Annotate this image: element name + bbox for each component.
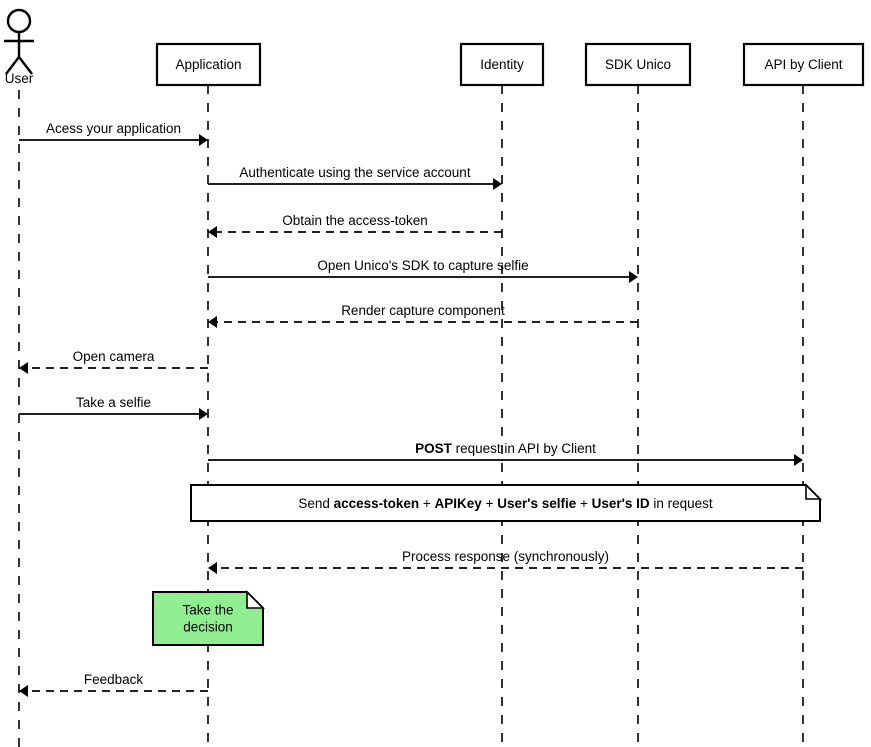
lifeline-header-sdk[interactable]: SDK Unico (584, 42, 692, 87)
actor-right-leg-icon (18, 56, 33, 75)
message-arrowhead-10 (19, 685, 28, 697)
lifeline-label-application: Application (175, 57, 241, 72)
lifeline-header-api[interactable]: API by Client (742, 42, 865, 87)
actor-user[interactable]: User (4, 8, 34, 86)
message-arrowhead-7 (199, 408, 208, 420)
note-request-note[interactable]: Send access-token + APIKey + User's self… (190, 483, 822, 522)
message-label-6: Open camera (73, 349, 155, 364)
lifeline-label-sdk: SDK Unico (605, 57, 671, 72)
message-label-10: Feedback (84, 672, 144, 687)
message-arrowhead-2 (493, 178, 502, 190)
message-label-5: Render capture component (341, 303, 505, 318)
lifeline-box-api (742, 42, 865, 87)
note-body-request-note (190, 484, 821, 522)
actor-left-leg-icon (5, 56, 20, 75)
message-4-application-to-sdk[interactable]: Open Unico's SDK to capture selfie (208, 258, 638, 283)
message-label-7: Take a selfie (76, 395, 151, 410)
actor-head-icon (6, 8, 32, 34)
message-label-9: Process response (synchronously) (402, 549, 609, 564)
message-arrowhead-8 (794, 454, 803, 466)
message-label-2: Authenticate using the service account (239, 165, 470, 180)
message-9-api-to-application[interactable]: Process response (synchronously) (208, 549, 803, 574)
message-5-sdk-to-application[interactable]: Render capture component (208, 303, 638, 328)
message-6-application-to-user[interactable]: Open camera (19, 349, 208, 374)
message-8-application-to-api[interactable]: POST request in API by Client (208, 441, 803, 466)
message-arrowhead-3 (208, 226, 217, 238)
message-arrowhead-6 (19, 362, 28, 374)
message-label-4: Open Unico's SDK to capture selfie (317, 258, 528, 273)
note-text-request-note: Send access-token + APIKey + User's self… (298, 496, 713, 511)
message-label-3: Obtain the access-token (282, 213, 428, 228)
message-label-1: Acess your application (46, 121, 181, 136)
message-3-identity-to-application[interactable]: Obtain the access-token (208, 213, 502, 238)
lifeline-label-identity: Identity (480, 57, 524, 72)
message-arrowhead-4 (629, 271, 638, 283)
message-2-application-to-identity[interactable]: Authenticate using the service account (208, 165, 502, 190)
lifeline-box-application (155, 42, 262, 87)
message-arrowhead-5 (208, 316, 217, 328)
lifeline-header-application[interactable]: Application (155, 42, 262, 87)
notes-group: Send access-token + APIKey + User's self… (152, 483, 822, 646)
message-7-user-to-application[interactable]: Take a selfie (19, 395, 208, 420)
lifeline-label-api: API by Client (764, 57, 842, 72)
lifeline-header-boxes-group: Application Identity SDK Unico API by Clien… (155, 42, 865, 87)
message-10-application-to-user[interactable]: Feedback (19, 672, 208, 697)
actor-label: User (5, 71, 34, 86)
lifeline-header-identity[interactable]: Identity (459, 42, 545, 87)
message-arrowhead-9 (208, 562, 217, 574)
message-arrowhead-1 (199, 134, 208, 146)
message-label-8: POST request in API by Client (415, 441, 596, 456)
lifeline-box-identity (459, 42, 545, 87)
note-fold-corner-decision-note (246, 590, 265, 609)
lifeline-verticals-group (18, 85, 804, 747)
note-body-decision-note (152, 591, 264, 646)
lifeline-box-sdk (584, 42, 692, 87)
message-1-user-to-application[interactable]: Acess your application (19, 121, 208, 146)
note-fold-corner-request-note (805, 483, 822, 500)
